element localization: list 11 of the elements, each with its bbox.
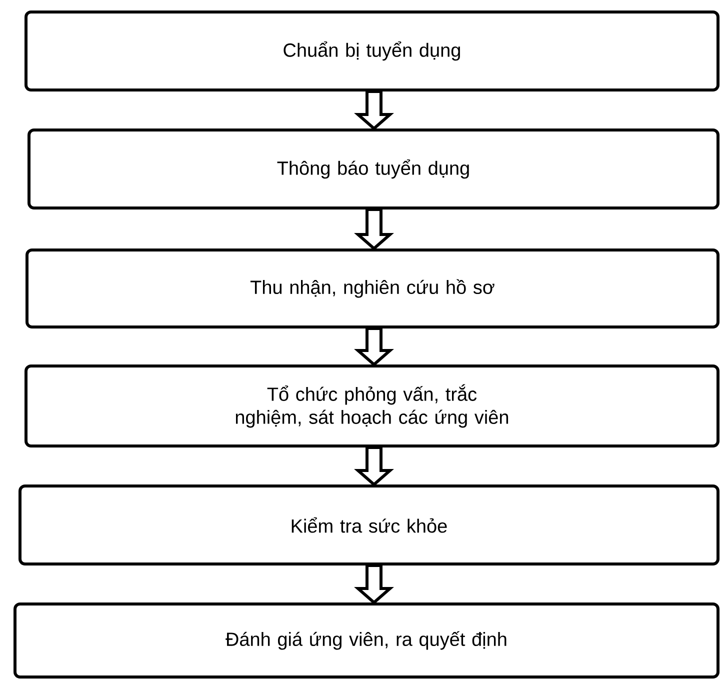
process-box: Thông báo tuyển dụng: [28, 128, 720, 210]
arrow: [354, 90, 394, 130]
process-box: Tổ chức phỏng vấn, trắc nghiệm, sát hoạch các ứng viên: [24, 364, 720, 448]
process-box: Chuẩn bị tuyển dụng: [24, 10, 720, 92]
process-box: Kiểm tra sức khỏe: [18, 484, 720, 566]
process-box: Thu nhận, nghiên cứu hồ sơ: [26, 248, 720, 328]
arrow: [354, 564, 394, 604]
arrow: [354, 327, 394, 366]
arrow: [354, 208, 394, 250]
process-box: Đánh giá ứng viên, ra quyết định: [14, 602, 720, 678]
arrow: [354, 446, 394, 486]
